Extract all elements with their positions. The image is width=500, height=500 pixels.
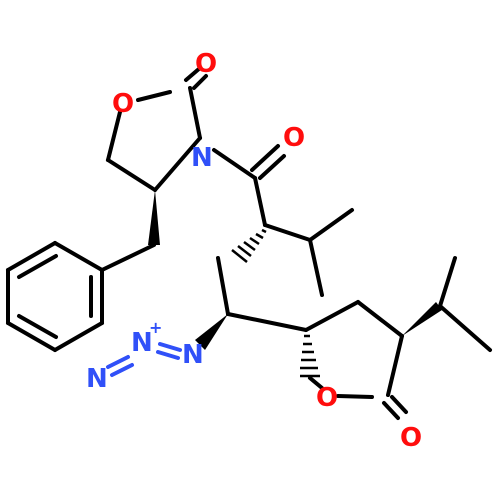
atom-o-oxazolidinone-carbonyl: O: [195, 49, 217, 79]
wedge-bond-benzyl: [148, 190, 160, 245]
atom-o-oxazolidinone-ring: O: [112, 89, 134, 119]
isopropyl-group: [438, 256, 492, 352]
atom-o-acyl: O: [283, 123, 305, 153]
atom-n-azide-2: N: [131, 328, 153, 358]
azide-positive-charge: +: [149, 318, 162, 337]
bond-c5-o1: [106, 110, 122, 162]
oxazolidinone-ring: [106, 66, 208, 192]
wedge-bond-azide: [195, 314, 228, 350]
bond-c2-o-double-a: [184, 66, 202, 82]
bond-ch2-chazide: [216, 256, 230, 316]
bond-n3-c4: [153, 136, 202, 192]
bond-o1-c2: [136, 90, 172, 102]
atom-o-lactone-ring: O: [316, 383, 338, 413]
atom-n-azide-1: N: [182, 340, 204, 370]
lactone-ring: [304, 300, 408, 420]
bond-ch2-phenyl: [100, 243, 156, 272]
atom-o-lactone-carbonyl: O: [400, 423, 422, 453]
hashed-bond-lactone: [300, 334, 320, 378]
bond-chazide-lactone: [226, 312, 308, 332]
bond-c2-n3: [188, 86, 202, 140]
bond-c2-o-double-b: [192, 74, 208, 90]
acyl-chain: [212, 144, 354, 297]
phenyl-ring: [6, 241, 104, 352]
bond-c4-c5: [106, 158, 157, 192]
wedge-bond-isopropyl: [402, 302, 442, 336]
bond-n-carbonyl: [212, 148, 257, 180]
hashed-bond-alpha: [231, 228, 267, 263]
azide-group: [106, 342, 182, 377]
atom-n-azide-3: N: [86, 364, 108, 394]
atom-n-oxazolidinone: N: [191, 143, 213, 173]
